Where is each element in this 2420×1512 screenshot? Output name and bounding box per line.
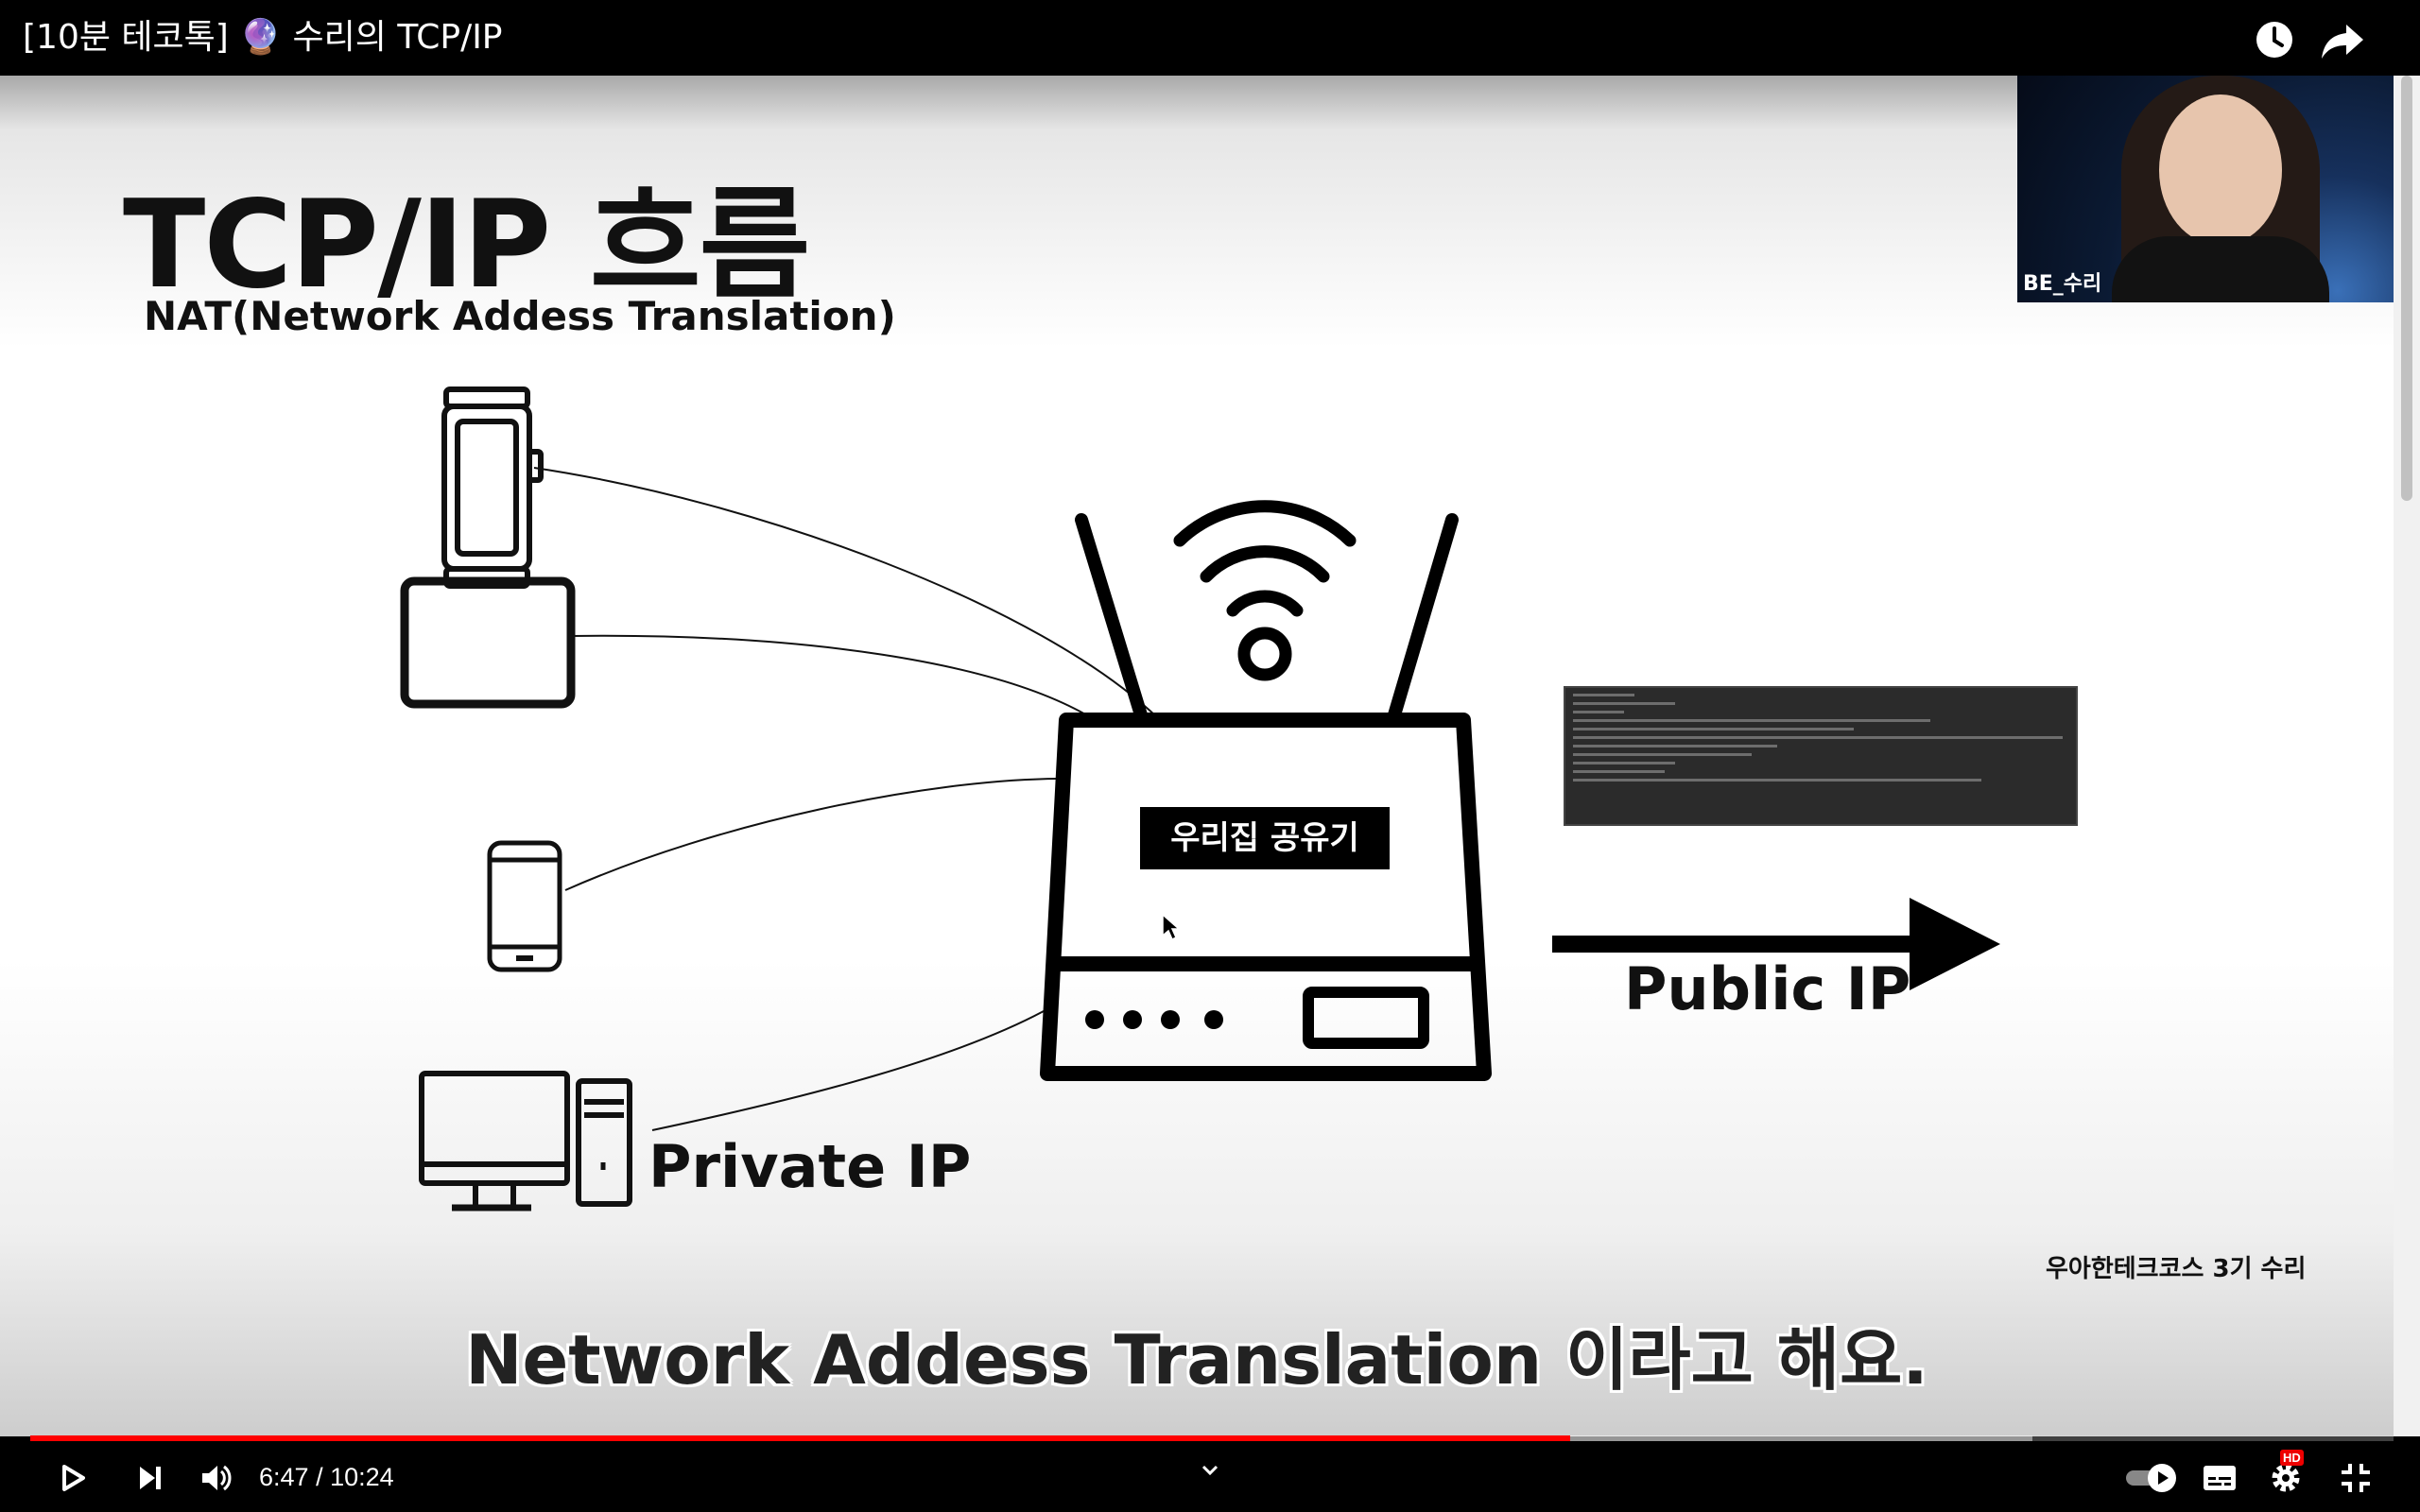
exit-fullscreen-icon[interactable] [2329, 1452, 2382, 1504]
video-title[interactable]: [10분 테코톡] 🔮 수리의 TCP/IP [23, 18, 503, 57]
smartwatch-icon [441, 387, 544, 589]
arrow-icon [1552, 898, 2000, 990]
phone-icon [487, 840, 562, 972]
credit-text: 우아한테크코스 3기 수리 [2046, 1255, 2307, 1283]
gear-icon[interactable] [2259, 1452, 2312, 1504]
slide-title: TCP/IP 흐름 [123, 175, 810, 316]
play-icon[interactable] [45, 1452, 98, 1504]
time-total: 10:24 [330, 1463, 394, 1491]
private-ip-label: Private IP [648, 1132, 972, 1201]
time-display: 6:47 / 10:24 [259, 1463, 394, 1492]
chevron-down-icon[interactable] [1184, 1444, 1236, 1497]
connection-lines [533, 467, 1159, 1131]
tablet-icon [400, 576, 576, 709]
time-separator: / [308, 1463, 331, 1491]
desktop-computer-icon [419, 1071, 632, 1211]
speaker-face [2159, 94, 2282, 246]
subtitle-caption: Network Addess Translation 이라고 해요. [465, 1320, 1928, 1400]
time-current: 6:47 [259, 1463, 309, 1491]
player-controls: 6:47 / 10:24 HD [0, 1442, 2420, 1512]
video-player[interactable]: TCP/IP 흐름 NAT(Network Addess Translation… [0, 76, 2394, 1436]
router-label: 우리집 공유기 [1140, 807, 1390, 869]
top-bar: [10분 테코톡] 🔮 수리의 TCP/IP [0, 0, 2420, 76]
router-icon [1040, 513, 1492, 1081]
share-icon[interactable] [2320, 17, 2365, 62]
hd-badge: HD [2280, 1450, 2304, 1466]
progress-played [30, 1435, 1571, 1441]
volume-icon[interactable] [191, 1452, 244, 1504]
subtitles-icon[interactable] [2193, 1452, 2246, 1504]
progress-bar[interactable] [30, 1435, 2394, 1441]
terminal-screenshot [1564, 686, 2078, 826]
scrollbar[interactable] [2394, 76, 2420, 1436]
cursor-icon [1162, 913, 1181, 941]
clock-icon[interactable] [2252, 17, 2297, 62]
webcam-name: BE_수리 [2023, 272, 2102, 296]
next-icon[interactable] [123, 1452, 176, 1504]
speaker-body [2112, 236, 2329, 302]
webcam-overlay: BE_수리 [2017, 76, 2394, 302]
wifi-icon [1173, 500, 1357, 681]
public-ip-label: Public IP [1624, 954, 1911, 1023]
autoplay-toggle-icon[interactable] [2119, 1452, 2186, 1504]
network-diagram [400, 387, 2000, 1211]
scrollbar-thumb[interactable] [2401, 76, 2412, 501]
slide-subtitle: NAT(Network Addess Translation) [144, 293, 896, 339]
